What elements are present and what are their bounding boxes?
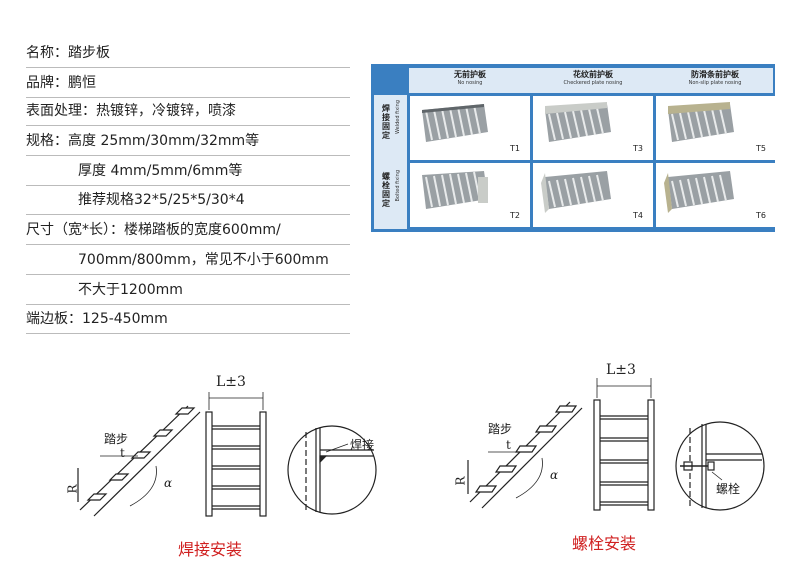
- t-label: t: [120, 446, 125, 460]
- spec-thickness: 厚度 4mm/5mm/6mm等: [78, 163, 243, 179]
- column-header-checkered: 花纹前护板 Checkered plate nosing: [563, 70, 623, 86]
- dimension-label: L±3: [606, 362, 636, 378]
- product-cell-t6: T6: [656, 163, 776, 227]
- product-type-table: 无前护板 No nosing 花纹前护板 Checkered plate nos…: [371, 64, 776, 232]
- grating-image: [545, 102, 611, 142]
- bolt-label: 螺栓: [716, 482, 741, 496]
- r-label: R: [453, 476, 468, 486]
- r-label: R: [65, 484, 80, 494]
- table-header-bg: [409, 68, 773, 93]
- product-cell-t2: T2: [410, 163, 530, 227]
- bolted-installation-drawing: 踏步 t R α L±3 螺栓: [446, 362, 776, 522]
- spec-size-line1: 尺寸（宽*长）：楼梯踏板的宽度600mm/: [26, 222, 281, 238]
- step-label: 踏步: [488, 422, 513, 436]
- row-label-bolted-en: Bolted fixing: [395, 170, 401, 202]
- divider: [26, 155, 350, 156]
- welded-caption: 焊接安装: [178, 540, 243, 559]
- product-cell-t1: T1: [410, 96, 530, 160]
- product-code: T4: [633, 211, 643, 220]
- column-header-non-slip: 防滑条前护板 Non-slip plate nosing: [688, 70, 742, 86]
- spec-end-plate: 端边板：125-450mm: [26, 311, 168, 327]
- product-code: T2: [510, 211, 520, 220]
- spec-height: 规格：高度 25mm/30mm/32mm等: [26, 133, 260, 149]
- divider: [26, 67, 350, 68]
- angle-label: α: [164, 476, 173, 490]
- t-label: t: [506, 438, 511, 452]
- spec-surface: 表面处理：热镀锌，冷镀锌，喷漆: [26, 103, 236, 119]
- row-label-welded: 焊接固定: [382, 104, 390, 140]
- divider: [26, 333, 350, 334]
- weld-label: 焊接: [350, 438, 375, 452]
- row-label-welded-en: Welded fixing: [395, 100, 401, 134]
- product-code: T1: [510, 144, 520, 153]
- row-label-bolted: 螺栓固定: [382, 172, 390, 208]
- product-code: T6: [756, 211, 766, 220]
- product-code: T5: [756, 144, 766, 153]
- product-cell-t5: T5: [656, 96, 776, 160]
- dimension-label: L±3: [216, 374, 246, 390]
- spec-brand: 品牌：鹏恒: [26, 75, 96, 91]
- grating-image: [422, 104, 488, 142]
- grating-image: [541, 171, 611, 213]
- spec-size-line2: 700mm/800mm，常见不小于600mm: [78, 252, 329, 268]
- table-side-bg: [374, 95, 407, 229]
- spec-recommended: 推荐规格32*5/25*5/30*4: [78, 192, 245, 208]
- spec-name: 名称：踏步板: [26, 45, 110, 61]
- divider: [26, 97, 350, 98]
- divider: [26, 304, 350, 305]
- divider: [26, 274, 350, 275]
- stair-side-view: [467, 378, 765, 511]
- divider: [26, 244, 350, 245]
- bolted-caption: 螺栓安装: [572, 534, 637, 553]
- grating-image: [422, 171, 488, 209]
- spec-size-line3: 不大于1200mm: [78, 282, 183, 298]
- step-label: 踏步: [104, 432, 129, 446]
- grating-image: [664, 171, 734, 213]
- product-code: T3: [633, 144, 643, 153]
- divider: [26, 185, 350, 186]
- divider: [26, 214, 350, 215]
- welded-installation-drawing: 踏步 t R α L±3 焊接: [66, 370, 400, 520]
- product-cell-t3: T3: [533, 96, 653, 160]
- angle-label: α: [550, 468, 559, 482]
- divider: [26, 125, 350, 126]
- stair-side-view: [77, 392, 377, 517]
- column-header-no-nosing: 无前护板 No nosing: [454, 70, 486, 86]
- grating-image: [668, 102, 734, 142]
- product-cell-t4: T4: [533, 163, 653, 227]
